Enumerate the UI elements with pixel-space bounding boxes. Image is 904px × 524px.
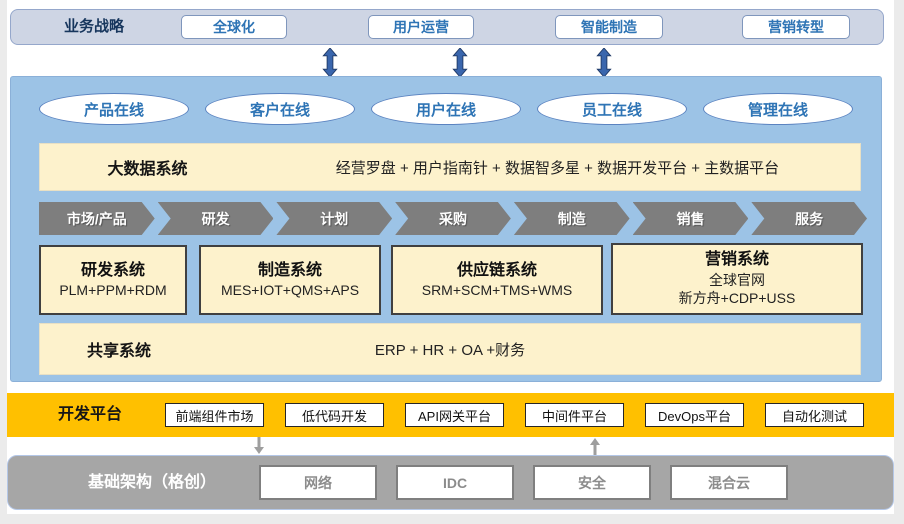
down-arrow-icon bbox=[254, 437, 264, 454]
big-data-content: 经营罗盘 + 用户指南针 + 数据智多星 + 数据开发平台 + 主数据平台 bbox=[335, 159, 780, 177]
online-capability-customer: 客户在线 bbox=[205, 93, 355, 125]
double-arrow-icon bbox=[596, 48, 612, 77]
infra-item-hybrid-cloud: 混合云 bbox=[670, 465, 788, 500]
online-capability-management: 管理在线 bbox=[703, 93, 853, 125]
infrastructure-items: 网络 IDC 安全 混合云 bbox=[259, 465, 788, 500]
shared-system-bar: 共享系统 ERP + HR + OA +财务 bbox=[39, 323, 861, 375]
value-chain-step-service: 服务 bbox=[751, 202, 867, 235]
value-chain-step-sales: 销售 bbox=[633, 202, 749, 235]
value-chain-step-market-product: 市场/产品 bbox=[39, 202, 155, 235]
rnd-system-title: 研发系统 bbox=[80, 261, 145, 279]
rnd-system-apps: PLM+PPM+RDM bbox=[59, 282, 167, 299]
value-chain-bar: 市场/产品 研发 计划 采购 制造 销售 服务 bbox=[39, 202, 867, 235]
dev-item-api-gateway: API网关平台 bbox=[405, 403, 504, 427]
value-chain-step-rnd: 研发 bbox=[158, 202, 274, 235]
marketing-system-apps-line2: 新方舟+CDP+USS bbox=[678, 290, 796, 307]
infra-item-idc: IDC bbox=[396, 465, 514, 500]
manufacturing-system-box: 制造系统 MES+IOT+QMS+APS bbox=[199, 245, 381, 315]
online-systems-panel: 产品在线 客户在线 用户在线 员工在线 管理在线 大数据系统 经营罗盘 + 用户… bbox=[10, 76, 882, 382]
dev-platform-bar: 开发平台 前端组件市场 低代码开发 API网关平台 中间件平台 DevOps平台… bbox=[7, 393, 894, 437]
dev-platform-items: 前端组件市场 低代码开发 API网关平台 中间件平台 DevOps平台 自动化测… bbox=[165, 403, 864, 427]
dev-item-frontend-components: 前端组件市场 bbox=[165, 403, 264, 427]
page-edge-right bbox=[894, 0, 904, 524]
dev-item-automated-testing: 自动化测试 bbox=[765, 403, 864, 427]
manufacturing-system-title: 制造系统 bbox=[257, 261, 322, 279]
strategy-label: 业务战略 bbox=[63, 18, 124, 35]
dev-platform-label: 开发平台 bbox=[57, 406, 122, 423]
double-arrow-icon bbox=[322, 48, 338, 77]
supply-chain-system-title: 供应链系统 bbox=[456, 261, 537, 279]
shared-system-title: 共享系统 bbox=[87, 343, 152, 360]
big-data-system-bar: 大数据系统 经营罗盘 + 用户指南针 + 数据智多星 + 数据开发平台 + 主数… bbox=[39, 143, 861, 191]
infra-item-network: 网络 bbox=[259, 465, 377, 500]
strategy-bar: 业务战略 全球化 用户运营 智能制造 营销转型 bbox=[10, 9, 884, 45]
dev-item-low-code: 低代码开发 bbox=[285, 403, 384, 427]
online-capability-product: 产品在线 bbox=[39, 93, 189, 125]
page-edge-left bbox=[0, 0, 7, 524]
supply-chain-system-apps: SRM+SCM+TMS+WMS bbox=[421, 282, 573, 299]
double-arrow-icon bbox=[452, 48, 468, 77]
strategy-item-user-operation: 用户运营 bbox=[368, 15, 474, 39]
infrastructure-label: 基础架构（格创） bbox=[88, 474, 217, 491]
marketing-system-title: 营销系统 bbox=[704, 251, 769, 269]
dev-item-middleware: 中间件平台 bbox=[525, 403, 624, 427]
page-edge-bottom bbox=[0, 514, 904, 524]
supply-chain-system-box: 供应链系统 SRM+SCM+TMS+WMS bbox=[391, 245, 603, 315]
value-chain-step-procurement: 采购 bbox=[395, 202, 511, 235]
value-chain-step-planning: 计划 bbox=[276, 202, 392, 235]
online-capability-employee: 员工在线 bbox=[537, 93, 687, 125]
infra-item-security: 安全 bbox=[533, 465, 651, 500]
dev-item-devops: DevOps平台 bbox=[645, 403, 744, 427]
online-capabilities-row: 产品在线 客户在线 用户在线 员工在线 管理在线 bbox=[39, 93, 853, 125]
marketing-system-apps-line1: 全球官网 bbox=[709, 272, 765, 289]
strategy-item-globalization: 全球化 bbox=[181, 15, 287, 39]
shared-system-apps: ERP + HR + OA +财务 bbox=[374, 341, 526, 359]
manufacturing-system-apps: MES+IOT+QMS+APS bbox=[220, 282, 360, 299]
online-capability-user: 用户在线 bbox=[371, 93, 521, 125]
big-data-title: 大数据系统 bbox=[107, 161, 188, 178]
infrastructure-bar: 基础架构（格创） 网络 IDC 安全 混合云 bbox=[7, 455, 894, 510]
rnd-system-box: 研发系统 PLM+PPM+RDM bbox=[39, 245, 187, 315]
marketing-system-box: 营销系统 全球官网 新方舟+CDP+USS bbox=[611, 243, 863, 315]
strategy-item-smart-manufacturing: 智能制造 bbox=[555, 15, 663, 39]
up-arrow-icon bbox=[590, 438, 600, 455]
strategy-item-marketing-transformation: 营销转型 bbox=[742, 15, 850, 39]
value-chain-step-manufacturing: 制造 bbox=[514, 202, 630, 235]
